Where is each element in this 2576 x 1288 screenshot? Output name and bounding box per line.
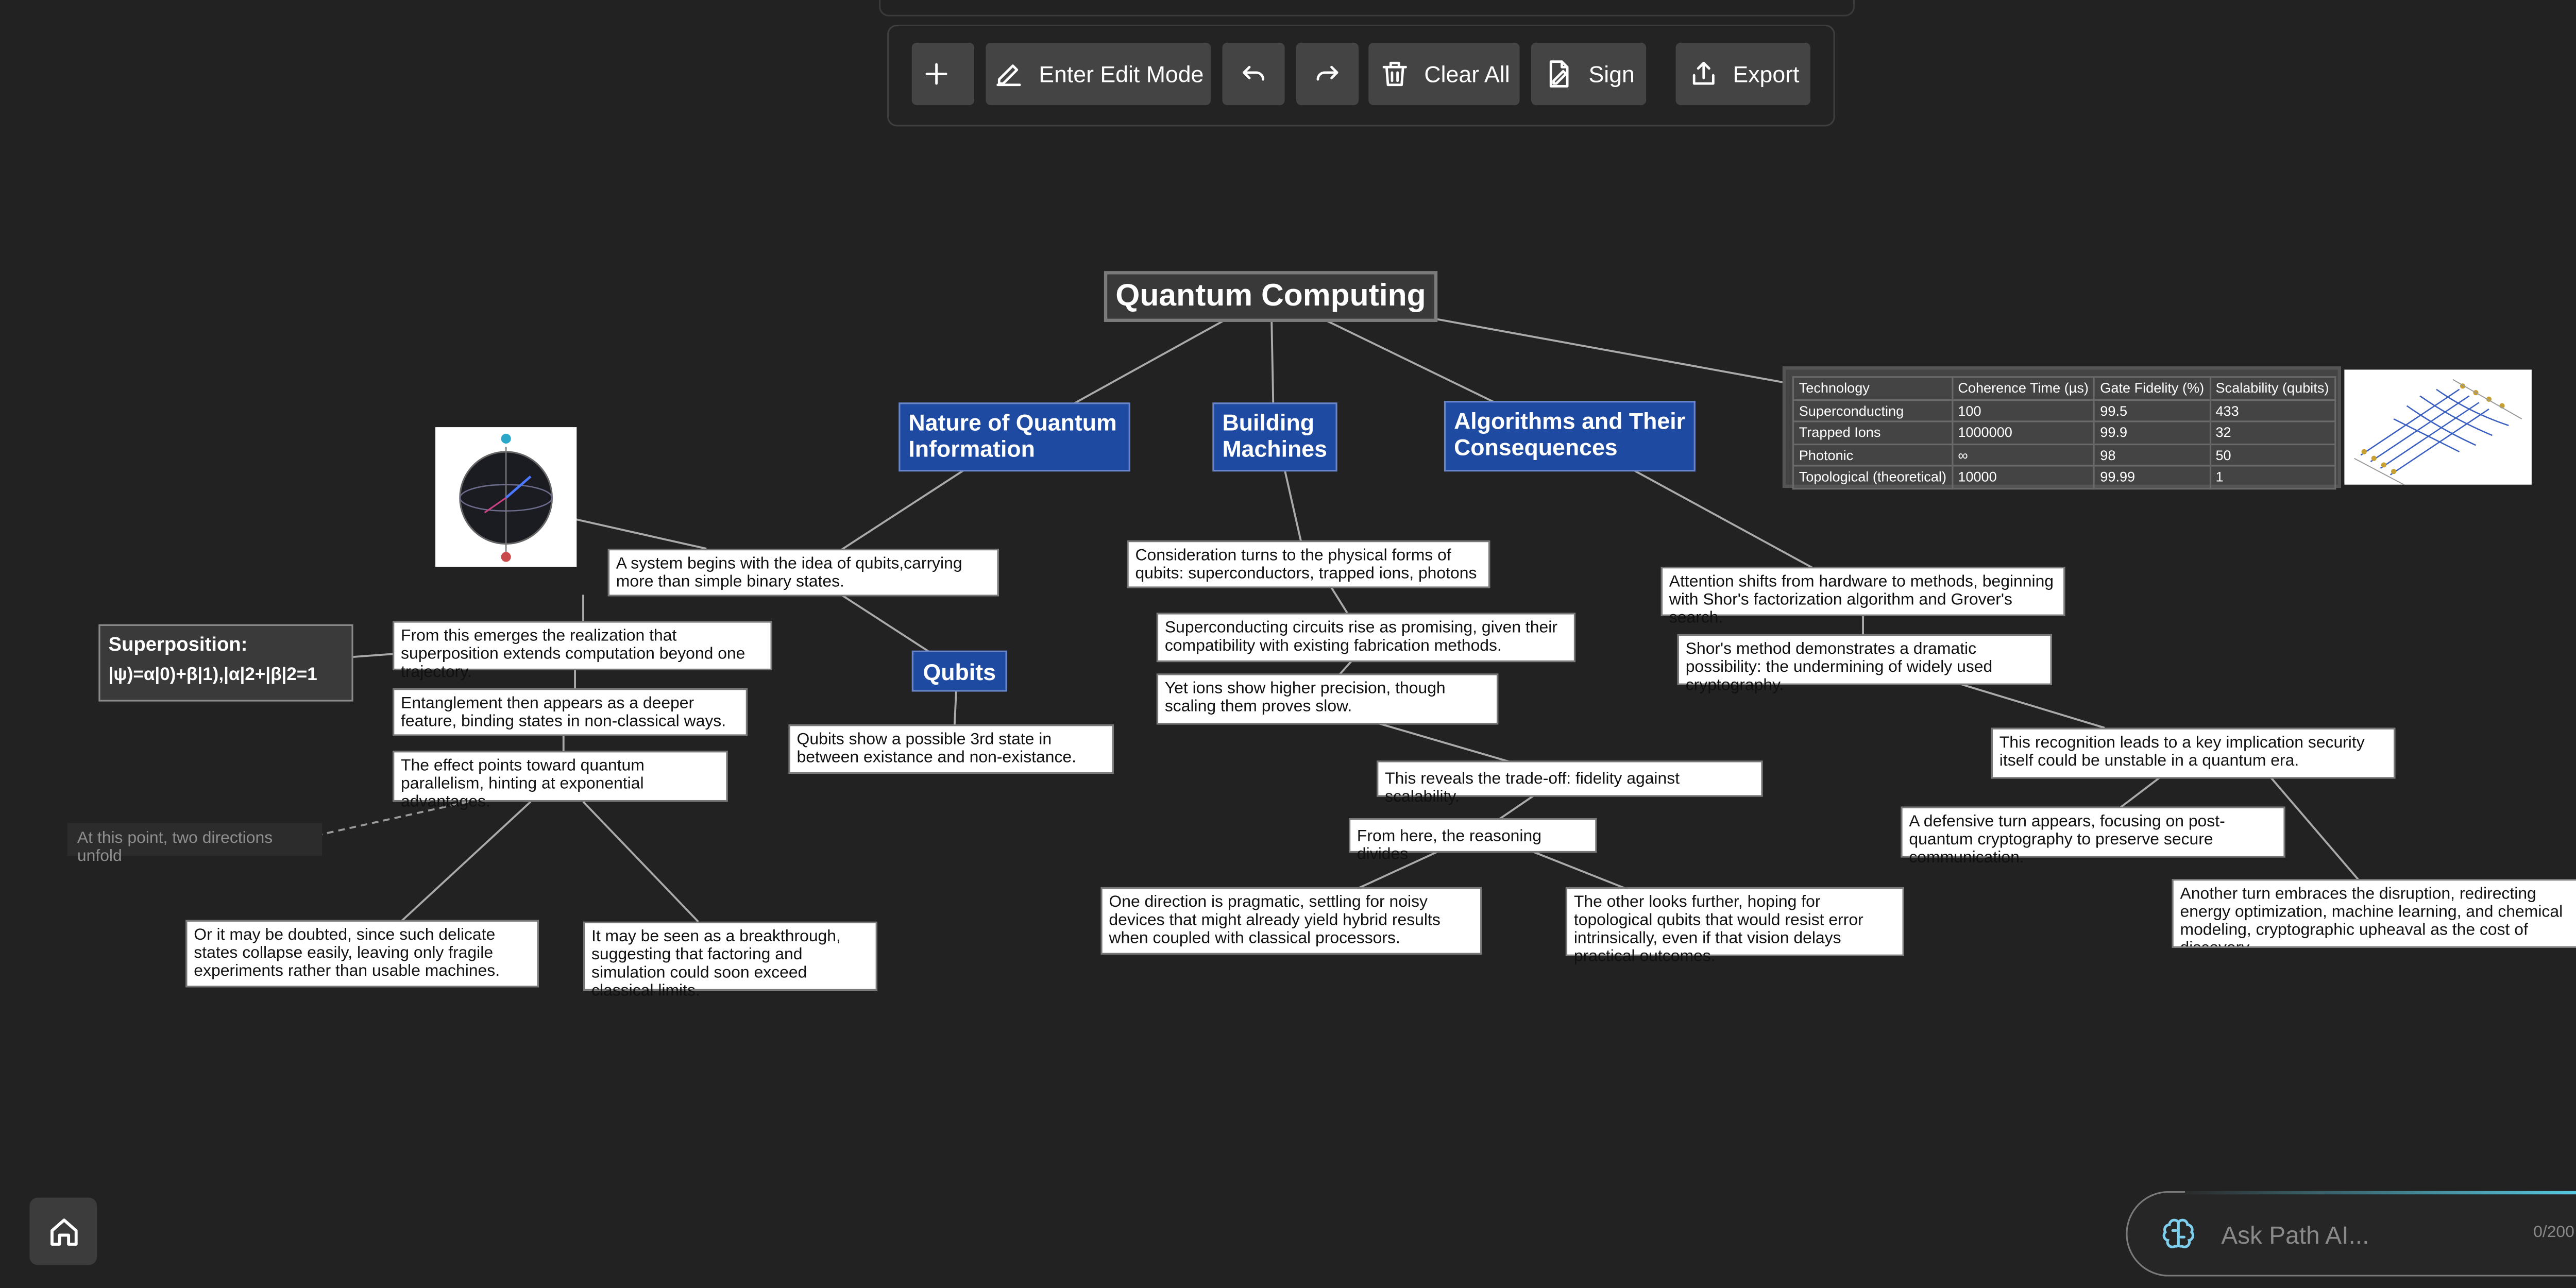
edit-mode-label: Enter Edit Mode [1039,60,1204,88]
export-label: Export [1733,60,1800,88]
note-entanglement[interactable]: Entanglement then appears as a deeper fe… [393,688,748,736]
topic-nature-of-quantum-information[interactable]: Nature of Quantum Information [899,402,1130,472]
table-cell: Photonic [1792,443,1953,467]
table-cell: ∞ [1951,443,2095,467]
note-another-turn[interactable]: Another turn embraces the disruption, re… [2172,878,2576,948]
note-shor[interactable]: Shor's method demonstrates a dramatic po… [1677,634,2052,695]
note-defensive[interactable]: A defensive turn appears, focusing on po… [1901,806,2285,868]
quantum-circuit-image[interactable] [2344,369,2532,488]
table-cell: 1000000 [1951,420,2095,445]
superposition-node[interactable]: Superposition: |ψ)=α|0)+β|1),|α|2+|β|2=1 [98,624,353,702]
add-button[interactable] [911,42,974,106]
note-divides[interactable]: From here, the reasoning divides [1348,818,1597,864]
note-pragmatic[interactable]: One direction is pragmatic, settling for… [1100,887,1482,955]
table-cell: 100 [1951,398,2095,422]
toolbar-top-edge [878,0,1855,16]
technology-comparison-table[interactable]: Technology Coherence Time (µs) Gate Fide… [1782,366,2342,489]
sign-label: Sign [1588,60,1635,88]
superposition-title: Superposition: [108,632,248,656]
table-cell: 50 [2209,443,2336,467]
table-header-cell: Gate Fidelity (%) [2093,376,2211,400]
topic-building-machines[interactable]: Building Machines [1212,402,1337,472]
plus-icon [925,63,947,85]
trash-icon [1382,61,1407,87]
table-cell: 99.99 [2093,465,2211,489]
redo-icon [1316,65,1338,81]
note-breakthrough[interactable]: It may be seen as a breakthrough, sugges… [583,921,877,1001]
undo-icon [1243,65,1265,81]
home-button[interactable] [29,1197,97,1265]
table-cell: Topological (theoretical) [1792,465,1953,489]
note-topological[interactable]: The other looks further, hoping for topo… [1565,887,1904,966]
table-row: Topological (theoretical) 10000 99.99 1 [1792,465,2336,489]
bloch-sphere-image[interactable] [435,427,577,567]
table-cell: 10000 [1951,465,2095,489]
export-button[interactable]: Export [1675,42,1811,106]
sign-icon [1549,60,1569,88]
undo-button[interactable] [1222,42,1285,106]
pencil-icon [997,64,1022,87]
table-cell: 1 [2209,465,2336,489]
table-cell: 99.5 [2093,398,2211,422]
brain-icon [2162,1218,2195,1248]
note-physical-forms[interactable]: Consideration turns to the physical form… [1127,540,1490,588]
note-recognition[interactable]: This recognition leads to a key implicat… [1991,727,2396,779]
table-header-cell: Coherence Time (µs) [1951,376,2095,400]
note-superposition-realization[interactable]: From this emerges the realization that s… [393,621,772,682]
home-icon [49,1217,77,1245]
note-ions[interactable]: Yet ions show higher precision, though s… [1156,673,1499,725]
sign-button[interactable]: Sign [1531,42,1647,106]
ghost-note-two-directions[interactable]: At this point, two directions unfold [67,823,323,866]
table-header-cell: Scalability (qubits) [2209,376,2336,400]
edit-mode-button[interactable]: Enter Edit Mode [986,42,1211,106]
note-doubted[interactable]: Or it may be doubted, since such delicat… [185,920,539,988]
root-node[interactable]: Quantum Computing [1104,271,1438,323]
ask-ai-input[interactable] [2217,1212,2520,1259]
note-parallelism[interactable]: The effect points toward quantum paralle… [393,751,728,811]
table-row: Superconducting 100 99.5 433 [1792,398,2336,422]
bloch-sphere-icon [459,433,553,562]
table-cell: 433 [2209,398,2336,422]
note-superconducting[interactable]: Superconducting circuits rise as promisi… [1156,613,1576,663]
note-third-state[interactable]: Qubits show a possible 3rd state in betw… [788,724,1114,774]
table-cell: 99.9 [2093,420,2211,445]
superposition-formula: |ψ)=α|0)+β|1),|α|2+|β|2=1 [108,665,317,685]
ask-ai-accent-line [2185,1191,2576,1195]
topic-algorithms[interactable]: Algorithms and Their Consequences [1444,401,1696,472]
export-icon [1692,61,1715,85]
topic-qubits[interactable]: Qubits [911,650,1007,692]
note-tradeoff[interactable]: This reveals the trade-off: fidelity aga… [1377,760,1763,807]
note-system-begins[interactable]: A system begins with the idea of qubits,… [607,549,999,597]
clear-all-label: Clear All [1424,60,1510,88]
table-header-row: Technology Coherence Time (µs) Gate Fide… [1792,376,2336,400]
table-cell: 98 [2093,443,2211,467]
redo-button[interactable] [1296,42,1359,106]
table-cell: Superconducting [1792,398,1953,422]
table-cell: Trapped Ions [1792,420,1953,445]
table-header-cell: Technology [1792,376,1953,400]
circuit-diagram-icon [2354,379,2522,488]
table-row: Photonic ∞ 98 50 [1792,443,2336,467]
clear-all-button[interactable]: Clear All [1368,42,1520,106]
table-row: Trapped Ions 1000000 99.9 32 [1792,420,2336,445]
note-attention[interactable]: Attention shifts from hardware to method… [1660,567,2065,628]
table-cell: 32 [2209,420,2336,445]
ask-ai-char-counter: 0/200 [2533,1224,2574,1242]
